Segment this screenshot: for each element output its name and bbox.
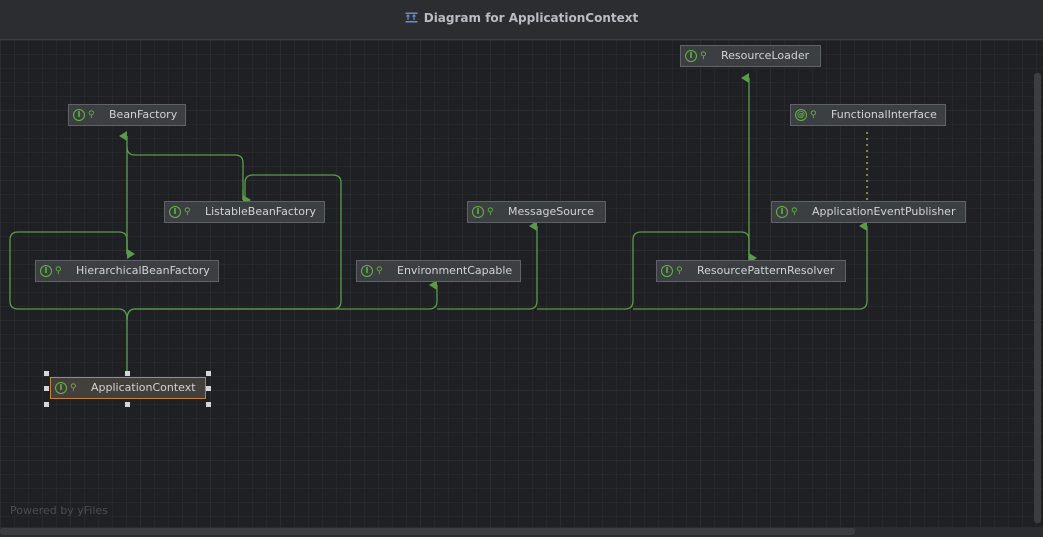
interface-icon: I bbox=[169, 206, 181, 218]
interface-icon: I bbox=[472, 206, 484, 218]
public-icon: ⚲ bbox=[676, 266, 683, 276]
selection-handle[interactable] bbox=[44, 386, 49, 391]
vertical-scrollbar[interactable] bbox=[1034, 73, 1041, 523]
selection-handle[interactable] bbox=[125, 371, 130, 376]
interface-icon: I bbox=[361, 265, 373, 277]
public-icon: ⚲ bbox=[791, 207, 798, 217]
node-label: ResourceLoader bbox=[721, 49, 810, 62]
interface-icon: I bbox=[73, 109, 85, 121]
node-applicationeventpublisher[interactable]: I ⚲ ApplicationEventPublisher bbox=[771, 201, 966, 223]
public-icon: ⚲ bbox=[70, 383, 77, 393]
public-icon: ⚲ bbox=[88, 110, 95, 120]
node-label: ResourcePatternResolver bbox=[697, 264, 835, 277]
edge-appctx-to-eventpublisher bbox=[633, 221, 868, 310]
node-beanfactory[interactable]: I ⚲ BeanFactory bbox=[68, 104, 186, 126]
interface-icon: I bbox=[40, 265, 52, 277]
diagram-canvas[interactable]: I ⚲ BeanFactory I ⚲ ListableBeanFactory … bbox=[0, 40, 1043, 527]
interface-icon: I bbox=[661, 265, 673, 277]
edge-appctx-to-hierarchical bbox=[9, 231, 128, 372]
node-resourcepatternresolver[interactable]: I ⚲ ResourcePatternResolver bbox=[656, 260, 846, 282]
node-label: ListableBeanFactory bbox=[205, 205, 316, 218]
selection-handle[interactable] bbox=[206, 402, 211, 407]
node-label: ApplicationContext bbox=[91, 381, 196, 394]
node-resourceloader[interactable]: I ⚲ ResourceLoader bbox=[680, 45, 821, 67]
node-listablebeanfactory[interactable]: I ⚲ ListableBeanFactory bbox=[164, 201, 325, 223]
node-functionalinterface[interactable]: @ ⚲ FunctionalInterface bbox=[790, 104, 946, 126]
edge-listable-to-beanfactory bbox=[126, 146, 244, 200]
node-messagesource[interactable]: I ⚲ MessageSource bbox=[467, 201, 606, 223]
selection-handle[interactable] bbox=[206, 371, 211, 376]
annotation-icon: @ bbox=[795, 109, 807, 121]
diagram-icon bbox=[405, 12, 418, 23]
public-icon: ⚲ bbox=[700, 51, 707, 61]
node-label: FunctionalInterface bbox=[831, 108, 937, 121]
title-bar: Diagram for ApplicationContext bbox=[0, 0, 1043, 40]
public-icon: ⚲ bbox=[810, 110, 817, 120]
node-label: MessageSource bbox=[508, 205, 594, 218]
node-hierarchicalbeanfactory[interactable]: I ⚲ HierarchicalBeanFactory bbox=[35, 260, 219, 282]
public-icon: ⚲ bbox=[487, 207, 494, 217]
interface-icon: I bbox=[776, 206, 788, 218]
node-environmentcapable[interactable]: I ⚲ EnvironmentCapable bbox=[356, 260, 521, 282]
selection-handle[interactable] bbox=[44, 402, 49, 407]
horizontal-scrollbar[interactable] bbox=[0, 528, 855, 535]
edge-appctx-to-messagesource bbox=[437, 221, 538, 310]
edge-appctx-to-environment bbox=[126, 280, 438, 321]
selection-handle[interactable] bbox=[125, 402, 130, 407]
node-label: ApplicationEventPublisher bbox=[812, 205, 956, 218]
public-icon: ⚲ bbox=[184, 207, 191, 217]
node-label: BeanFactory bbox=[109, 108, 178, 121]
public-icon: ⚲ bbox=[55, 266, 62, 276]
selection-handle[interactable] bbox=[44, 371, 49, 376]
interface-icon: I bbox=[685, 50, 697, 62]
node-applicationcontext[interactable]: I ⚲ ApplicationContext bbox=[50, 377, 206, 399]
edge-appctx-to-resourcepatternresolver bbox=[537, 231, 757, 310]
window-title: Diagram for ApplicationContext bbox=[0, 11, 1043, 25]
node-label: HierarchicalBeanFactory bbox=[76, 264, 210, 277]
window-title-text: Diagram for ApplicationContext bbox=[423, 11, 639, 25]
node-label: EnvironmentCapable bbox=[397, 264, 513, 277]
selection-handle[interactable] bbox=[206, 386, 211, 391]
interface-icon: I bbox=[55, 382, 67, 394]
public-icon: ⚲ bbox=[376, 266, 383, 276]
yfiles-watermark: Powered by yFiles bbox=[10, 504, 108, 517]
